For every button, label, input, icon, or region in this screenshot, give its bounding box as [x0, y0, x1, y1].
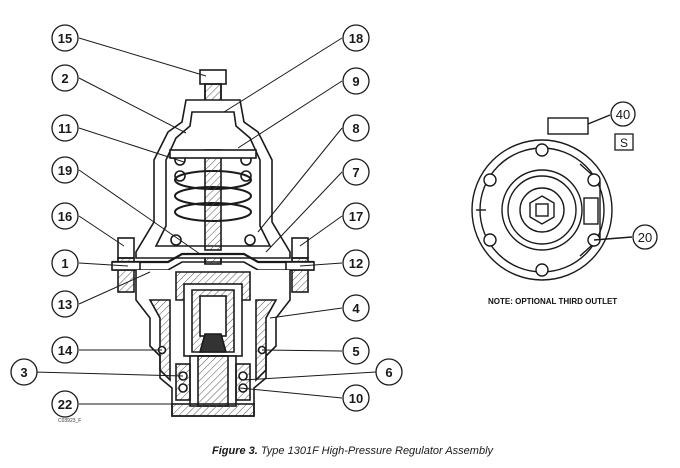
callout-9 [342, 67, 370, 95]
callout-8 [342, 114, 370, 142]
callout-7 [342, 158, 370, 186]
optional-outlet-note: NOTE: OPTIONAL THIRD OUTLET [488, 297, 618, 306]
callout-40 [610, 101, 636, 127]
callout-13-label: 13 [58, 297, 72, 312]
cross-section-view [111, 69, 315, 417]
callout-12 [342, 249, 370, 277]
callout-22-label: 22 [58, 397, 72, 412]
callout-8-label: 8 [352, 121, 359, 136]
callout-3-label: 3 [20, 365, 27, 380]
callout-15 [51, 24, 79, 52]
callout-22 [51, 390, 79, 418]
callout-6-label: 6 [385, 365, 392, 380]
callout-20 [632, 224, 658, 250]
leader-lines [33, 37, 377, 405]
callout-9-label: 9 [352, 74, 359, 89]
callout-11 [51, 114, 79, 142]
callout-19 [51, 156, 79, 184]
callout-20-label: 20 [638, 230, 652, 245]
callout-7-label: 7 [352, 165, 359, 180]
callout-13 [51, 290, 79, 318]
callout-16 [51, 202, 79, 230]
callout-12-label: 12 [349, 256, 363, 271]
callout-11-label: 11 [58, 121, 72, 136]
callout-19-label: 19 [58, 163, 72, 178]
callout-4 [342, 294, 370, 322]
callout-18 [342, 24, 370, 52]
s-tag: S [620, 136, 628, 150]
s-tag-box [614, 133, 634, 151]
callout-17 [342, 202, 370, 230]
callout-5-label: 5 [352, 344, 359, 359]
callout-6 [375, 358, 403, 386]
callout-2 [51, 64, 79, 92]
callout-14 [51, 336, 79, 364]
callout-16-label: 16 [58, 209, 72, 224]
callout-1-label: 1 [61, 256, 68, 271]
callout-10-label: 10 [349, 391, 363, 406]
callout-17-label: 17 [349, 209, 363, 224]
figure-caption: Figure 3. Type 1301F High-Pressure Regul… [212, 445, 493, 457]
callout-10 [342, 384, 370, 412]
callout-3 [10, 358, 38, 386]
callout-14-label: 14 [58, 343, 73, 358]
callout-2-label: 2 [61, 71, 68, 86]
callout-1 [51, 249, 79, 277]
drawing-code: C03923_F [58, 418, 82, 424]
callout-18-label: 18 [349, 31, 363, 46]
callout-15-label: 15 [58, 31, 72, 46]
figure-caption-prefix: Figure 3. [212, 445, 258, 457]
callout-5 [342, 337, 370, 365]
top-view [471, 114, 633, 281]
callout-4-label: 4 [352, 301, 360, 316]
callout-40-label: 40 [616, 107, 630, 122]
figure-caption-text: Type 1301F High-Pressure Regulator Assem… [257, 445, 494, 457]
